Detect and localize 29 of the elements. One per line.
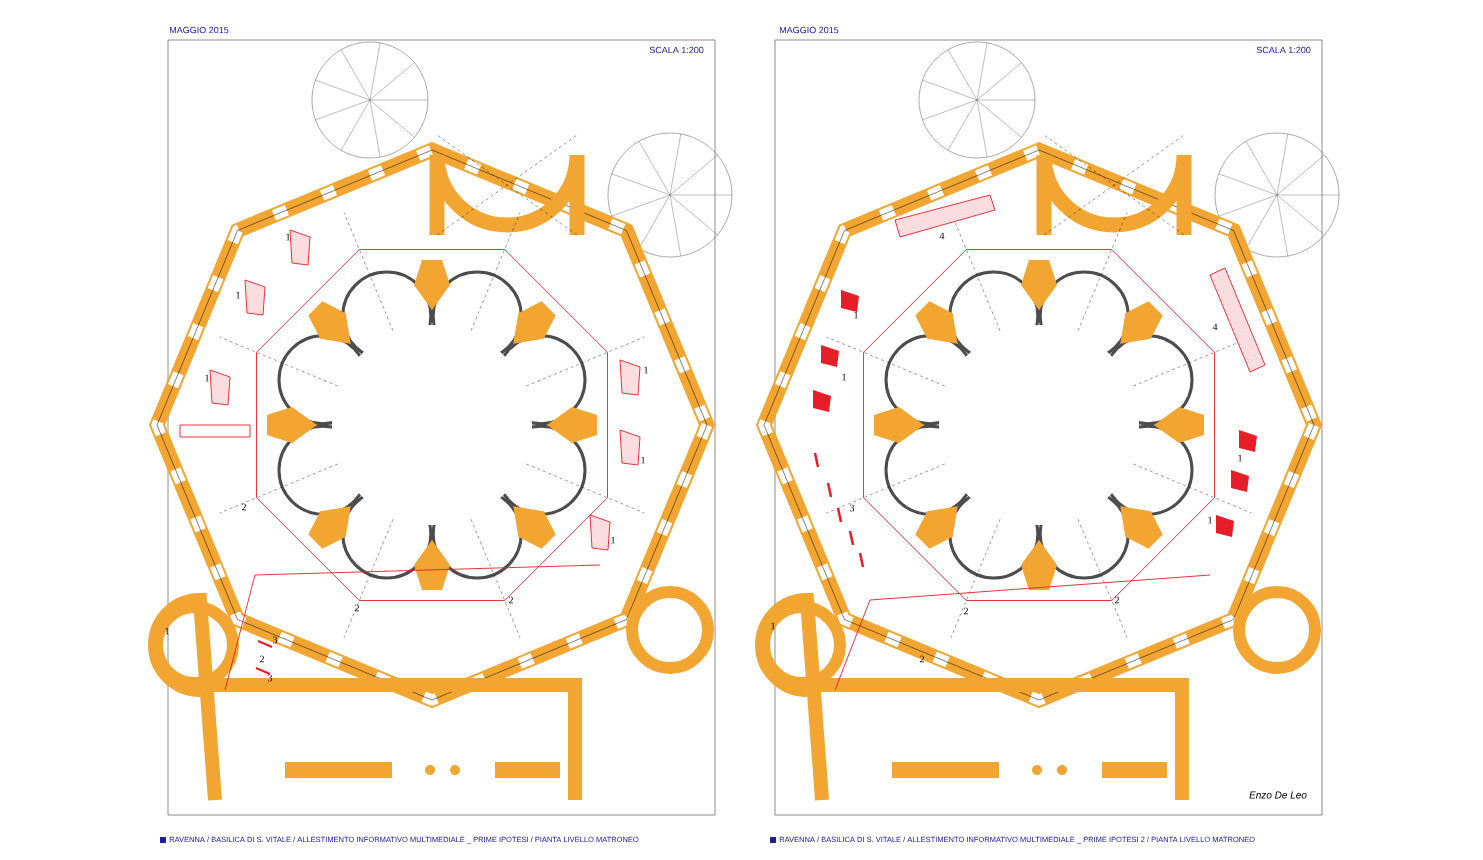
- scale-note: SCALA 1:200: [649, 46, 704, 54]
- room-number: 1: [236, 291, 240, 299]
- room-number: 1: [842, 373, 846, 381]
- room-number: 2: [1114, 596, 1119, 604]
- room-number: 3: [850, 504, 855, 512]
- room-number: 1: [771, 622, 775, 630]
- date-text: MAGGIO 2015: [169, 26, 229, 34]
- room-number: 1: [1238, 454, 1242, 462]
- room-number: 1: [854, 311, 858, 319]
- room-number: 3: [268, 674, 273, 682]
- room-number: 1: [286, 233, 290, 241]
- room-number: 2: [259, 655, 264, 663]
- room-number: 2: [354, 604, 359, 612]
- room-number: 2: [508, 596, 513, 604]
- room-number: 1: [641, 456, 645, 464]
- room-number: 1: [165, 627, 169, 635]
- scale-note: SCALA 1:200: [1256, 46, 1311, 54]
- room-number: 4: [939, 232, 945, 240]
- room-number: 1: [205, 374, 209, 382]
- room-number: 1: [611, 536, 615, 544]
- date-text: MAGGIO 2015: [779, 26, 839, 34]
- room-number: 3: [273, 636, 278, 644]
- room-number: 4: [1212, 323, 1218, 331]
- room-number: 2: [241, 503, 246, 511]
- room-number: 2: [919, 655, 924, 663]
- room-number: 2: [963, 607, 968, 615]
- room-number: 1: [1208, 516, 1212, 524]
- room-number: 1: [644, 366, 648, 374]
- signature: Enzo De Leo: [1249, 791, 1307, 799]
